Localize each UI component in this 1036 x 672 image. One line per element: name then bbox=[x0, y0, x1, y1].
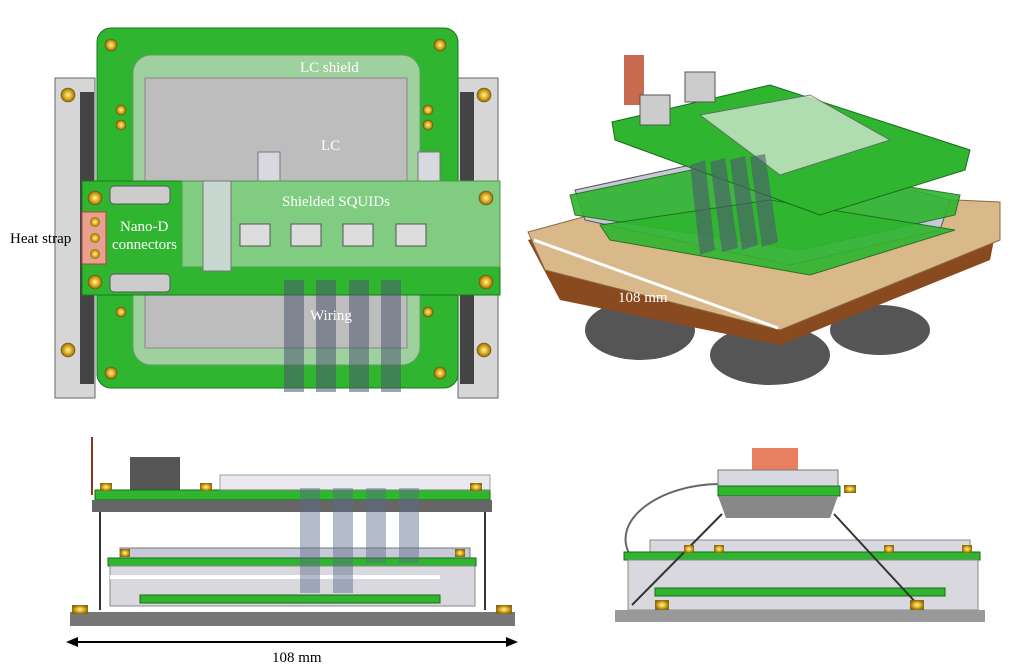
label-lc-shield: LC shield bbox=[300, 60, 359, 76]
isometric-view: 108 mm bbox=[527, 55, 1001, 385]
nano-d-connector bbox=[109, 185, 171, 205]
screws-side bbox=[72, 483, 512, 614]
squid-chip bbox=[395, 223, 427, 247]
top-view: LC shield LC Shielded SQUIDs Nano-D conn… bbox=[10, 27, 501, 399]
frame-side bbox=[92, 500, 492, 512]
label-nano-d-line1: Nano-D bbox=[120, 219, 168, 235]
lower-board-side bbox=[139, 594, 441, 604]
base-end bbox=[615, 610, 985, 622]
nano-d-connector bbox=[109, 273, 171, 293]
bracket bbox=[257, 151, 281, 183]
squid-shield bbox=[181, 180, 501, 268]
squid-chip bbox=[290, 223, 322, 247]
squid-chip bbox=[342, 223, 374, 247]
dimension-arrow-iso bbox=[533, 238, 779, 330]
top-board-side bbox=[94, 489, 491, 501]
label-dimension-iso: 108 mm bbox=[618, 290, 668, 306]
base-side bbox=[70, 612, 515, 626]
connector-iso bbox=[684, 71, 716, 103]
label-nano-d-line2: connectors bbox=[112, 237, 177, 253]
label-shielded-squids: Shielded SQUIDs bbox=[282, 194, 390, 210]
top-board-end bbox=[717, 485, 841, 497]
squid-chip bbox=[239, 223, 271, 247]
end-view bbox=[615, 448, 985, 622]
lc-board-side bbox=[107, 557, 477, 567]
heat-strap-iso bbox=[624, 55, 644, 105]
screws bbox=[60, 38, 494, 380]
wiring-side bbox=[300, 488, 419, 593]
label-heat-strap: Heat strap bbox=[10, 231, 71, 247]
label-lc: LC bbox=[321, 138, 340, 154]
lower-board-end bbox=[654, 587, 946, 597]
connector-iso bbox=[639, 94, 671, 126]
wiring-ribbons bbox=[284, 280, 401, 392]
squid-shield-side bbox=[219, 474, 491, 491]
label-wiring: Wiring bbox=[310, 308, 352, 324]
screws-end bbox=[655, 485, 972, 610]
side-view: 108 mm bbox=[66, 437, 518, 666]
label-dimension-side: 108 mm bbox=[272, 650, 322, 666]
squid-shield-iso bbox=[698, 94, 892, 176]
wiring-iso bbox=[690, 154, 778, 255]
bracket bbox=[417, 151, 441, 183]
shield-clamp bbox=[202, 180, 232, 272]
